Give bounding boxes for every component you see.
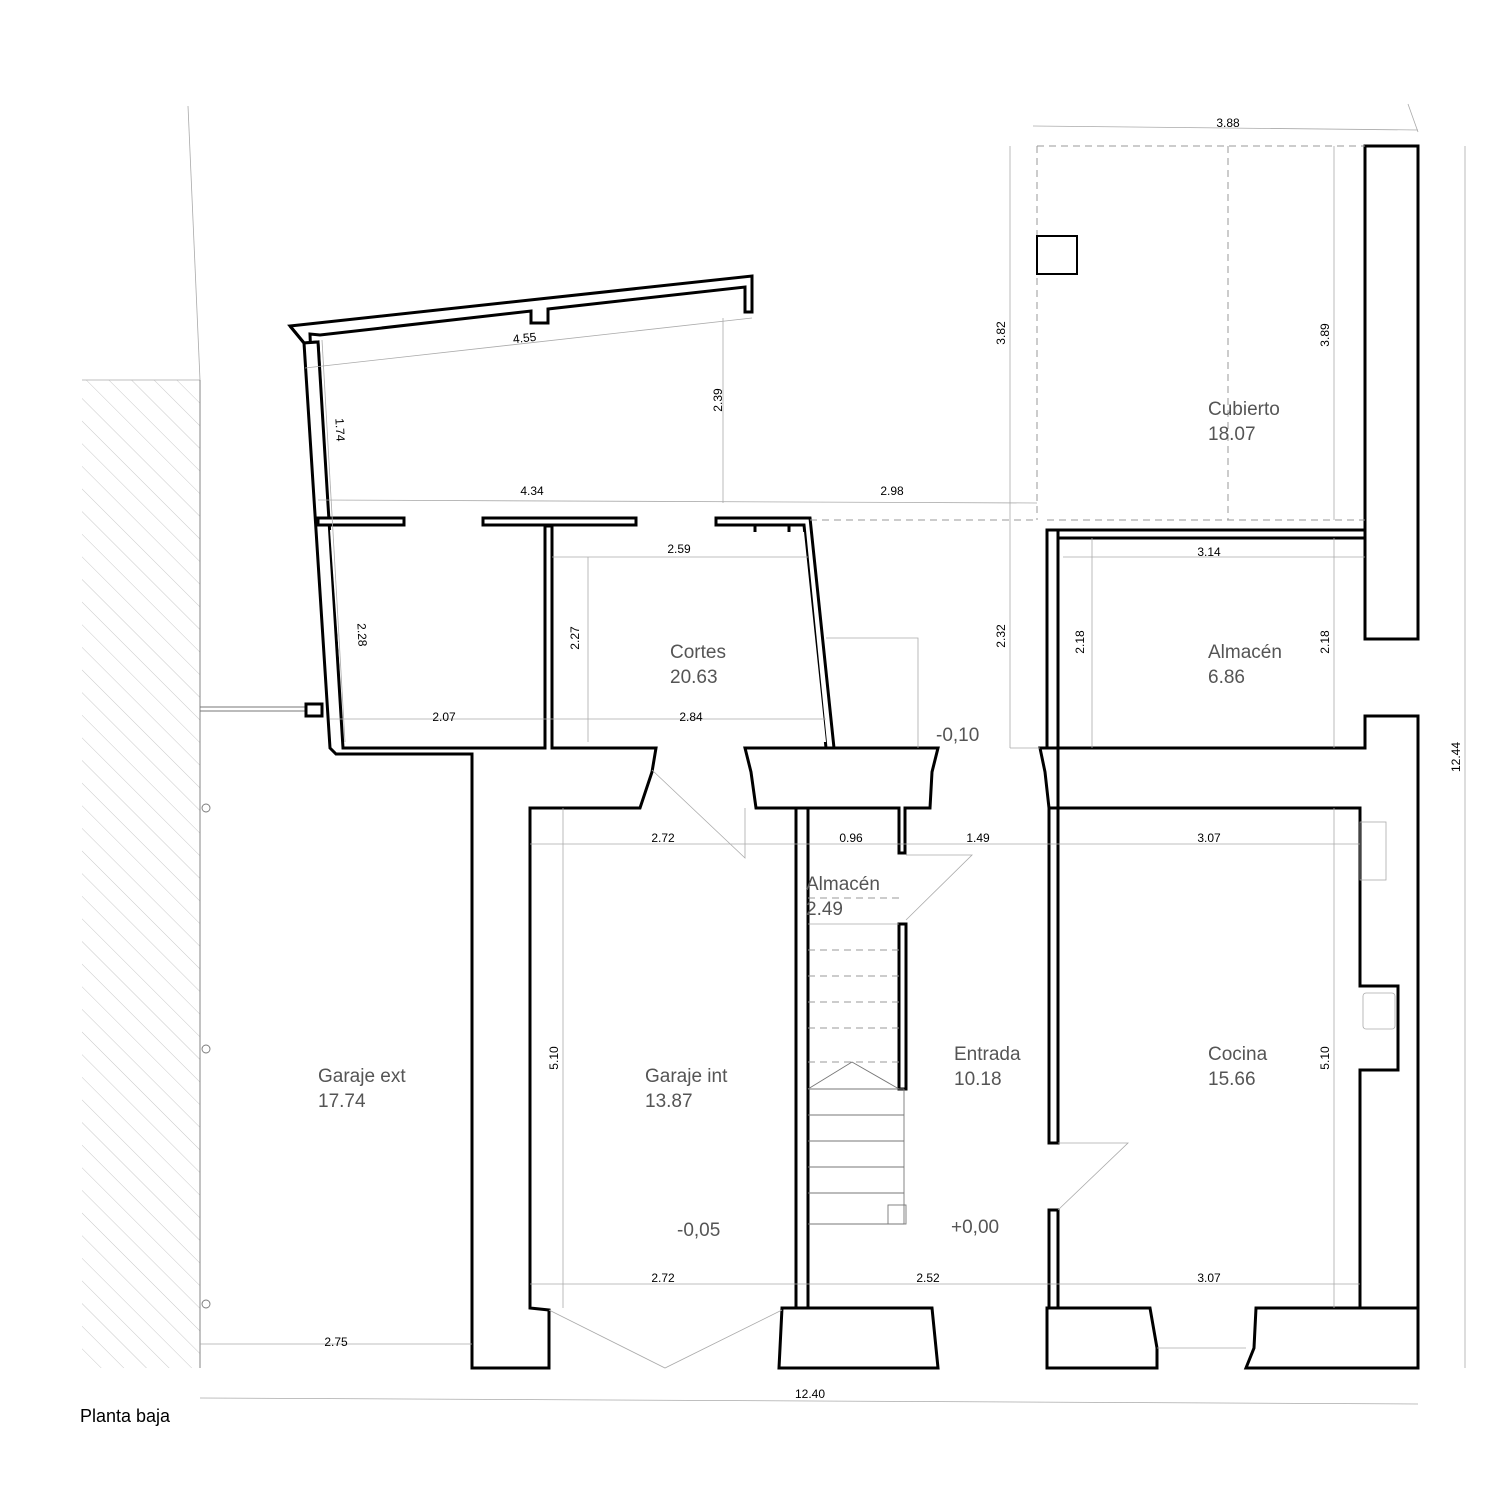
room-entrada-area: 10.18 <box>954 1069 1002 1090</box>
boundary-lines <box>187 103 1419 1309</box>
dim-3-14: 3.14 <box>1197 545 1221 559</box>
level-marks: -0,10 -0,05 +0,00 <box>677 725 999 1241</box>
room-almacen-small-name: Almacén <box>806 874 880 895</box>
dim-5-10-right: 5.10 <box>1318 1046 1332 1070</box>
neighbour-hatch <box>82 379 201 1368</box>
level-patio: -0,10 <box>936 725 979 746</box>
cubierto-dashed <box>810 145 1365 521</box>
room-cortes-name: Cortes <box>670 642 726 663</box>
dim-2-28: 2.28 <box>354 623 369 647</box>
door-swings <box>548 637 1396 1369</box>
dim-2-59: 2.59 <box>667 542 691 556</box>
room-garaje-int-area: 13.87 <box>645 1091 693 1112</box>
drawing-title: Planta baja <box>80 1406 171 1426</box>
dim-12-44: 12.44 <box>1449 742 1463 772</box>
dim-3-88: 3.88 <box>1216 116 1240 130</box>
room-cocina-area: 15.66 <box>1208 1069 1256 1090</box>
dimension-lines <box>199 125 1466 1405</box>
dim-4-55: 4.55 <box>512 330 537 346</box>
room-entrada-name: Entrada <box>954 1044 1021 1065</box>
dim-2-98: 2.98 <box>880 484 904 498</box>
dim-3-07-bottom: 3.07 <box>1197 1271 1221 1285</box>
room-almacen-small-area: 2.49 <box>806 899 843 920</box>
room-cubierto-name: Cubierto <box>1208 399 1280 420</box>
room-almacen-area: 6.86 <box>1208 667 1245 688</box>
room-cubierto-area: 18.07 <box>1208 424 1256 445</box>
dim-2-39: 2.39 <box>711 388 725 412</box>
dim-3-89: 3.89 <box>1318 323 1332 347</box>
dim-3-07-top: 3.07 <box>1197 831 1221 845</box>
level-garaje: -0,05 <box>677 1220 720 1241</box>
dim-2-32: 2.32 <box>994 624 1008 648</box>
dim-3-82: 3.82 <box>994 321 1008 345</box>
dim-12-40: 12.40 <box>795 1387 825 1401</box>
dim-2-52: 2.52 <box>916 1271 940 1285</box>
dim-4-34: 4.34 <box>520 484 544 498</box>
walls <box>287 144 1420 1370</box>
stairs <box>807 897 907 1225</box>
room-garaje-ext-area: 17.74 <box>318 1091 366 1112</box>
room-interiors <box>330 530 1361 1304</box>
room-garaje-ext-name: Garaje ext <box>318 1066 406 1087</box>
dim-5-10-left: 5.10 <box>547 1046 561 1070</box>
level-entrada: +0,00 <box>951 1217 999 1238</box>
dim-2-18-right: 2.18 <box>1318 630 1332 654</box>
dim-2-27: 2.27 <box>568 626 582 650</box>
dim-1-49: 1.49 <box>966 831 990 845</box>
dim-2-72-bottom: 2.72 <box>651 1271 675 1285</box>
dim-2-84: 2.84 <box>679 710 703 724</box>
dim-2-72-top: 2.72 <box>651 831 675 845</box>
dim-2-18-left: 2.18 <box>1073 630 1087 654</box>
dim-2-75: 2.75 <box>324 1335 348 1349</box>
room-almacen-name: Almacén <box>1208 642 1282 663</box>
room-cortes-area: 20.63 <box>670 667 718 688</box>
dim-2-07: 2.07 <box>432 710 456 724</box>
room-garaje-int-name: Garaje int <box>645 1066 728 1087</box>
dimension-labels: 4.55 2.39 1.74 4.34 2.98 3.88 3.82 3.89 … <box>324 116 1463 1401</box>
room-cocina-name: Cocina <box>1208 1044 1268 1065</box>
dim-0-96: 0.96 <box>839 831 863 845</box>
room-labels: Cubierto 18.07 Cortes 20.63 Almacén 6.86… <box>318 399 1282 1112</box>
dim-1-74: 1.74 <box>332 418 347 442</box>
